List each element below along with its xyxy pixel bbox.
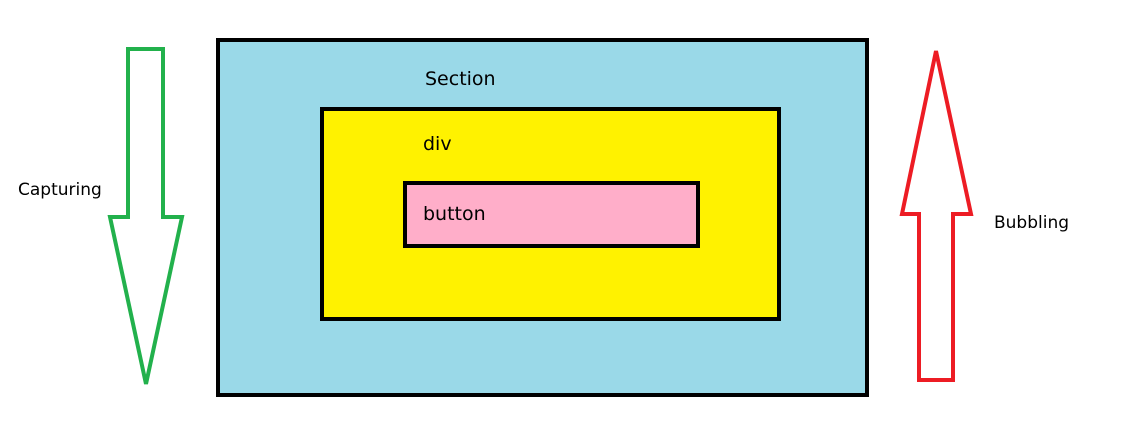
section-label: Section: [425, 68, 496, 90]
div-label: div: [423, 133, 452, 155]
bubbling-label: Bubbling: [994, 213, 1070, 233]
capturing-arrow-shape: [107, 47, 185, 385]
button-label: button: [423, 203, 486, 225]
capturing-label: Capturing: [18, 180, 102, 200]
button-box: [403, 181, 700, 248]
bubbling-arrow-shape: [899, 50, 974, 382]
